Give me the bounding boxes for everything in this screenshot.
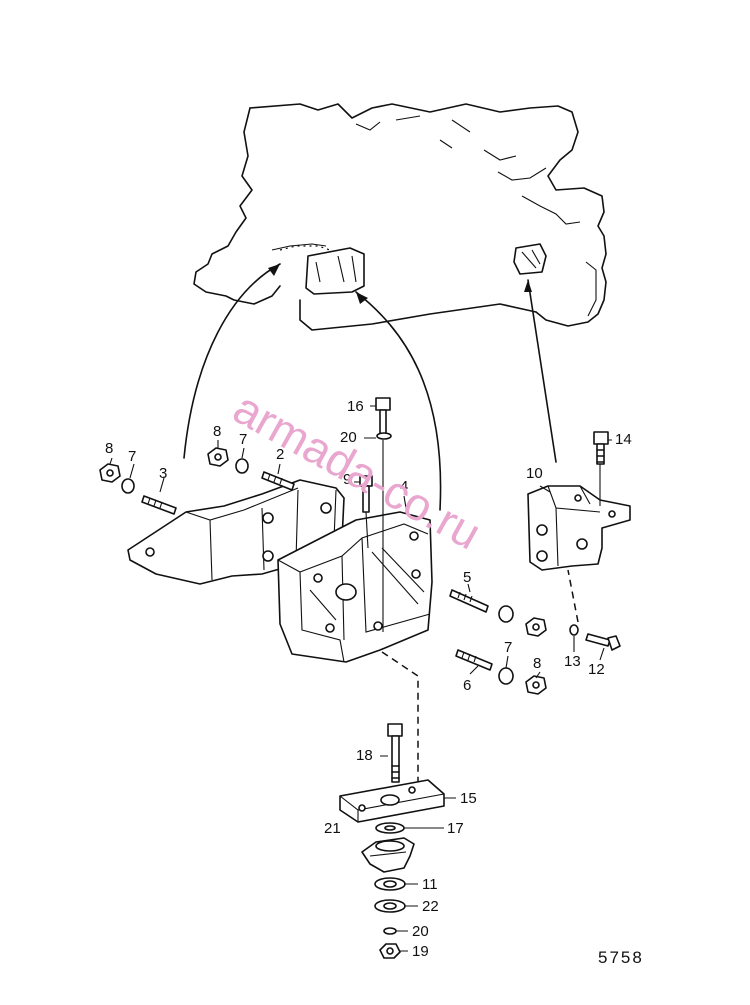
callout-15: 15 (460, 790, 477, 807)
callout-7: 7 (504, 639, 512, 656)
callout-7: 7 (239, 431, 247, 448)
callout-13: 13 (564, 653, 581, 670)
callout-20: 20 (412, 923, 429, 940)
callout-5: 5 (463, 569, 471, 586)
front-bracket (527, 485, 631, 571)
callout-20: 20 (340, 429, 357, 446)
callout-8: 8 (105, 440, 113, 457)
leader-lines (183, 263, 557, 511)
callout-17: 17 (447, 820, 464, 837)
callout-7: 7 (128, 448, 136, 465)
callout-16: 16 (347, 398, 364, 415)
callout-11: 11 (422, 876, 438, 893)
callout-labels: 16 20 8 7 8 7 3 2 9 4 14 10 5 7 8 6 13 1… (105, 398, 632, 960)
callout-12: 12 (588, 661, 605, 678)
callout-18: 18 (356, 747, 373, 764)
callout-14: 14 (615, 431, 632, 448)
figure-number: 5758 (598, 948, 644, 967)
callout-9: 9 (343, 471, 351, 488)
callout-leaders (109, 405, 612, 952)
callout-8: 8 (533, 655, 541, 672)
callout-3: 3 (159, 465, 167, 482)
fasteners (99, 397, 621, 783)
callout-21: 21 (324, 820, 341, 837)
callout-2: 2 (276, 446, 284, 463)
callout-6: 6 (463, 677, 471, 694)
rubber-mount-stack (339, 779, 445, 959)
callout-10: 10 (526, 465, 543, 482)
main-mounting-bracket (277, 511, 433, 663)
assembly-line (381, 651, 419, 792)
callout-19: 19 (412, 943, 429, 960)
engine-outline (193, 103, 607, 331)
callout-4: 4 (400, 478, 408, 495)
callout-8: 8 (213, 423, 221, 440)
callout-22: 22 (422, 898, 439, 915)
